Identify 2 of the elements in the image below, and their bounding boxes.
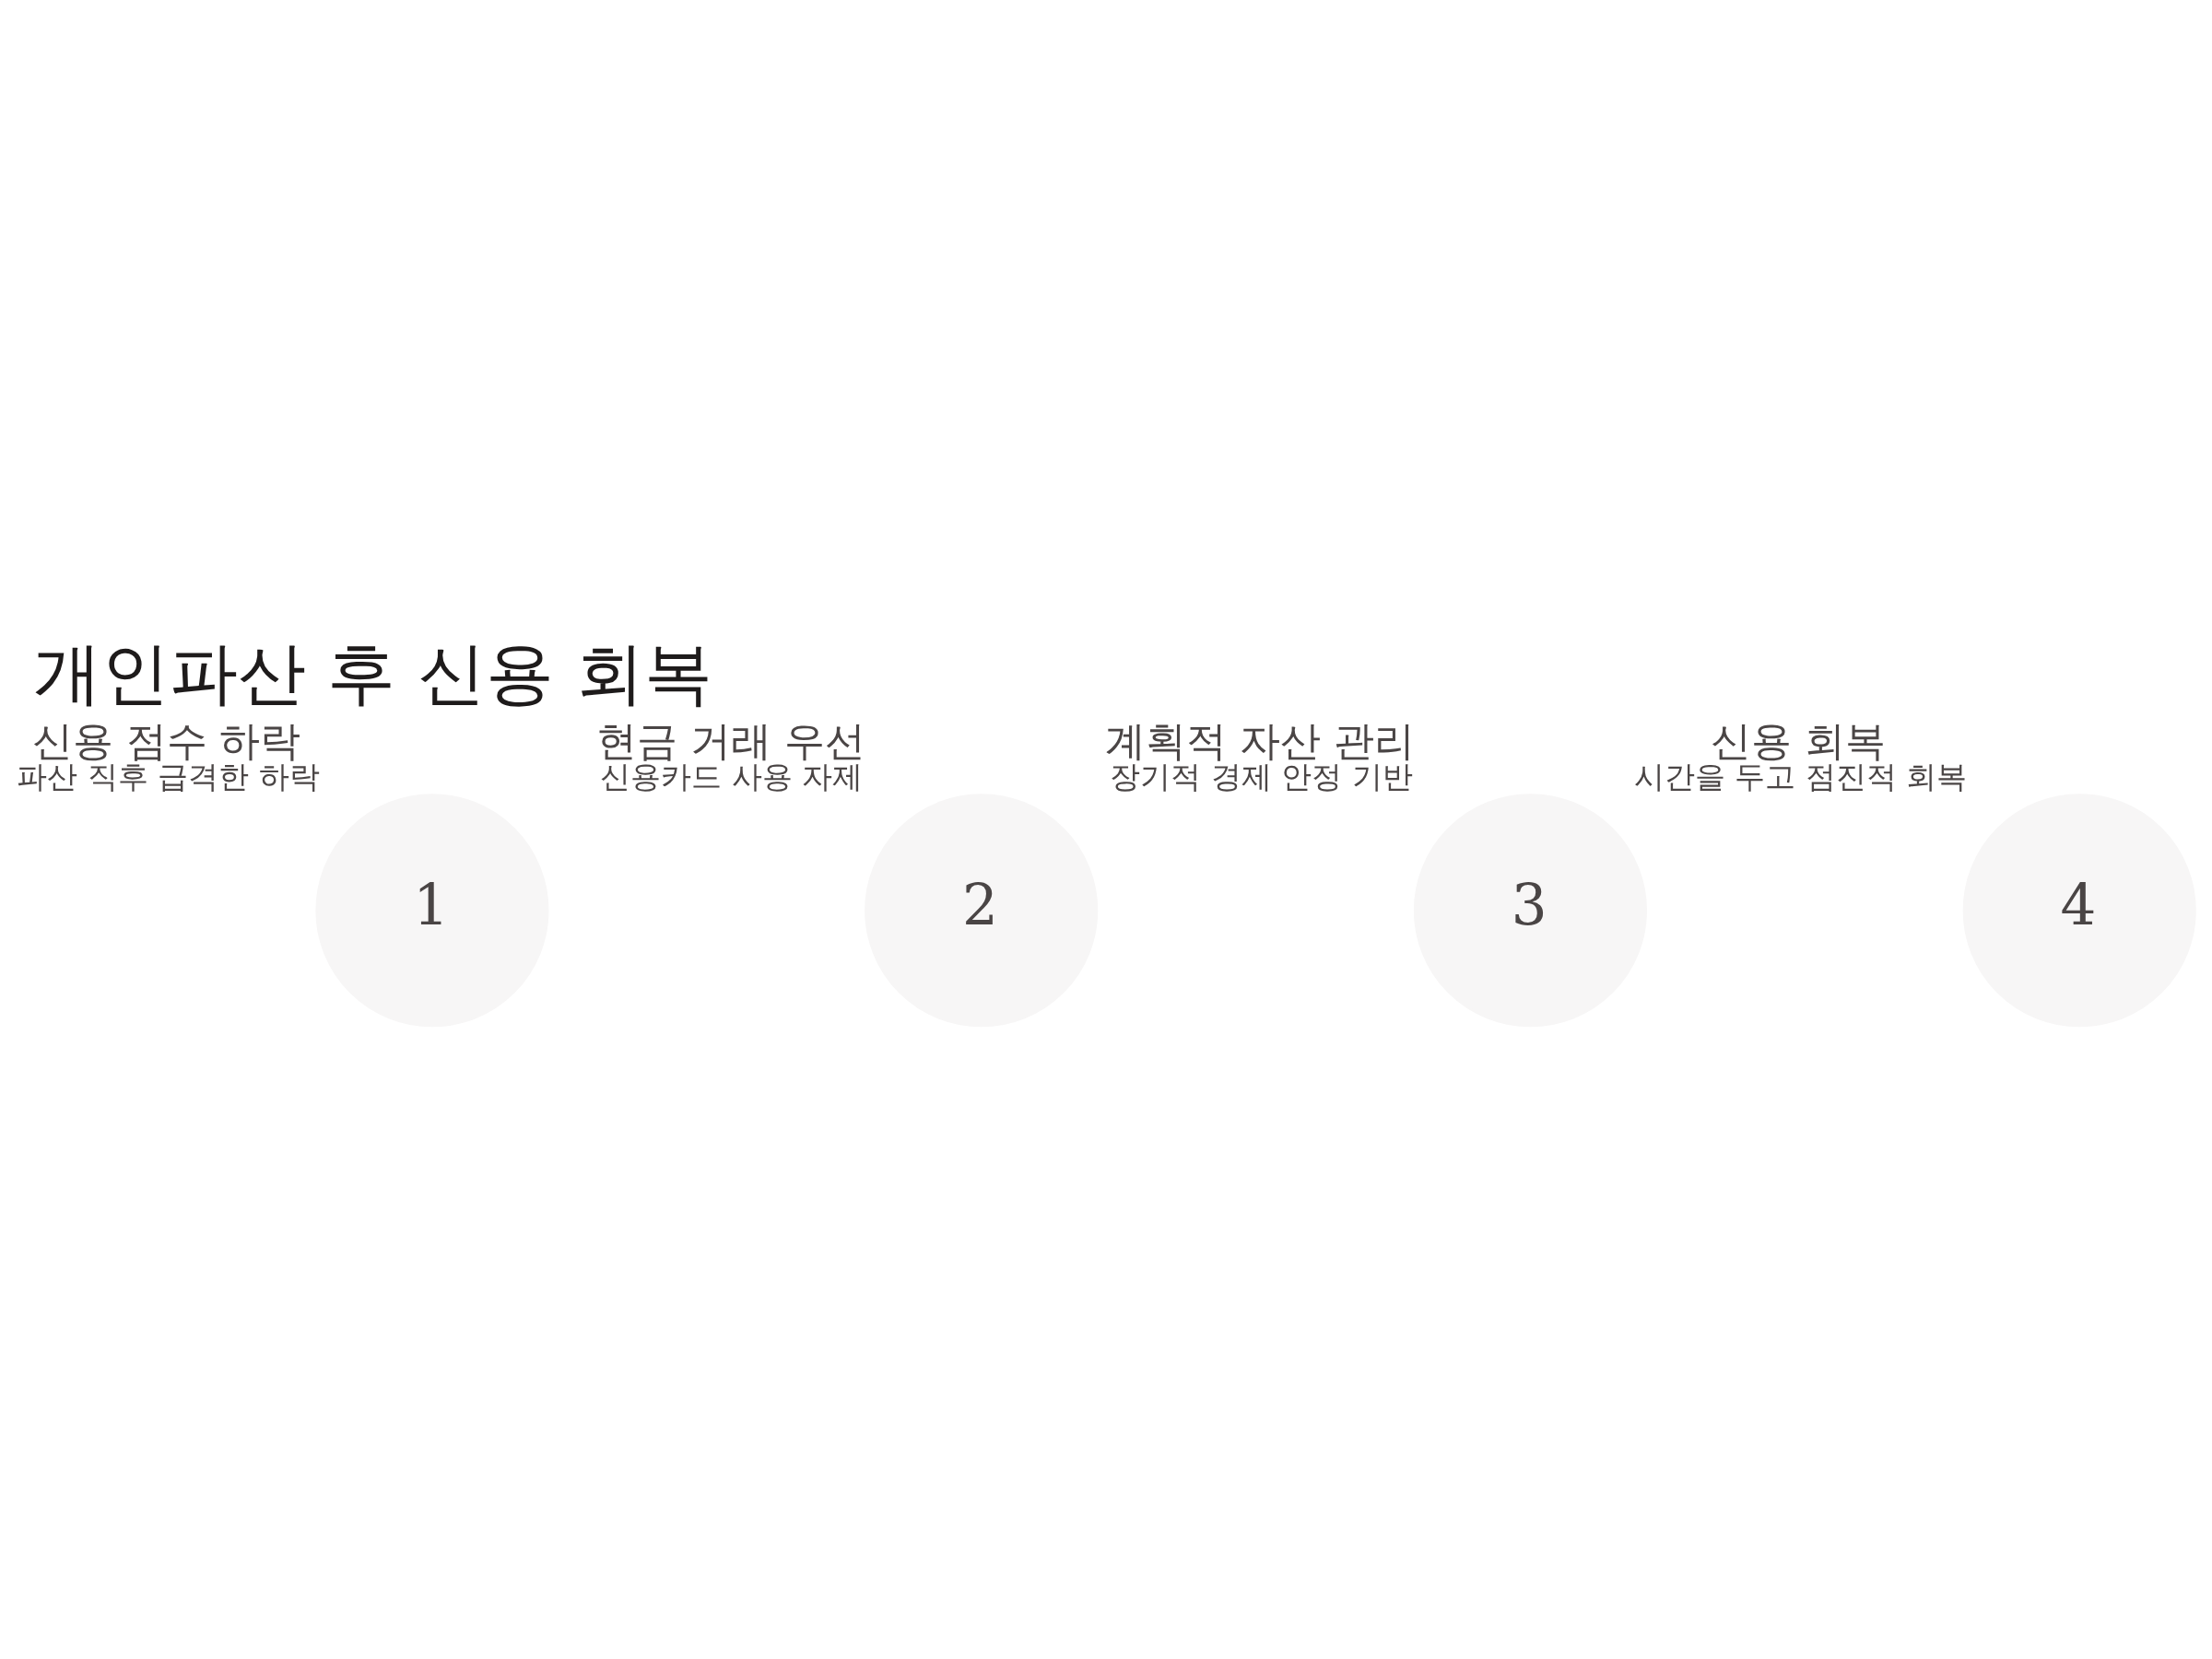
node-label: 계획적 자산 관리 bbox=[1104, 716, 1415, 764]
diagram-title: 개인파산 후 신용 회복 bbox=[32, 632, 712, 712]
